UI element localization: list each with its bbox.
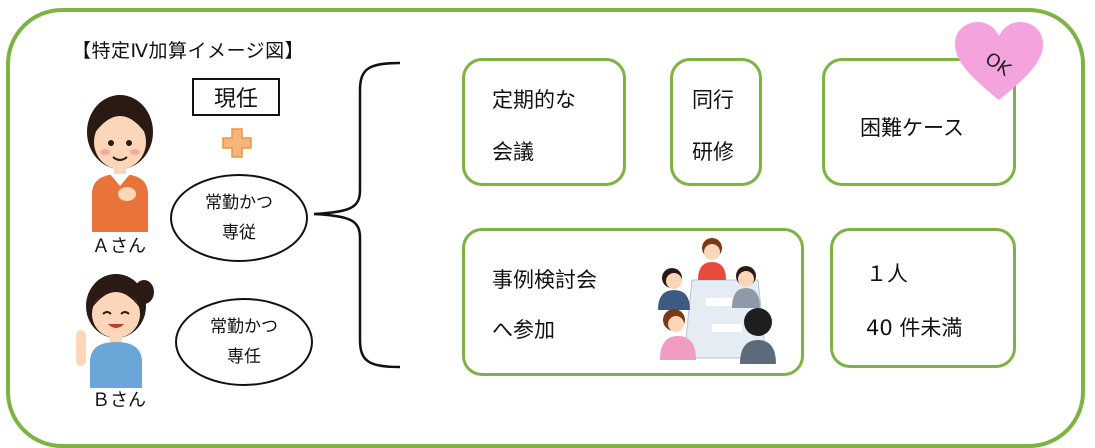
accompanied-training-line-1: 同行 [692,88,734,112]
heart-icon: OK [955,22,1043,100]
case-conference-line-1: 事例検討会 [492,268,597,292]
person-a-status-line-1: 常勤かつ [205,193,273,213]
person-a-illustration [87,95,153,232]
person-a-status-line-2: 専従 [222,223,256,243]
person-a-name: Ａさん [92,236,146,257]
person-a-status-oval: 常勤かつ 専従 [170,174,308,262]
case-conference-line-2: へ参加 [492,318,555,342]
person-b-status-line-1: 常勤かつ [210,317,278,337]
current-label: 現任 [213,87,258,112]
caseload-box [830,228,1016,368]
difficult-cases-label: 困難ケース [860,116,964,140]
diagram-title: 【特定Ⅳ加算イメージ図】 [72,40,305,62]
regular-meeting-box [462,58,626,186]
accompanied-training-box [670,58,762,186]
meeting-illustration [658,238,776,364]
regular-meeting-line-1: 定期的な [492,88,576,112]
accompanied-training-line-2: 研修 [692,140,734,164]
person-b-name: Ｂさん [92,390,146,411]
caseload-line-1: １人 [866,262,908,286]
person-b-status-oval: 常勤かつ 専任 [175,298,313,386]
person-b-illustration [76,274,154,388]
current-label-box: 現任 [192,78,280,116]
regular-meeting-line-2: 会議 [492,140,534,164]
brace-icon [313,61,401,369]
caseload-line-2: 40 件未満 [866,316,963,340]
plus-icon [222,128,252,158]
person-b-status-line-2: 専任 [227,347,261,367]
